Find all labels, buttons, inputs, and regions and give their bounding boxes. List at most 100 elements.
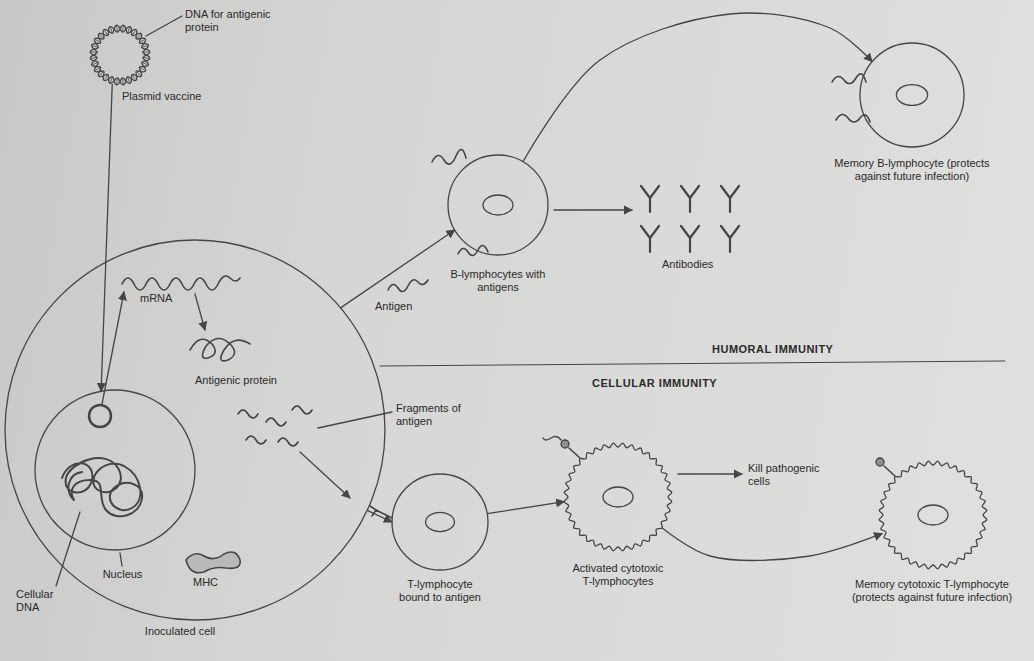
cell-label: Activated cytotoxic T-lymphocytes — [568, 562, 668, 588]
antibody-symbol — [681, 226, 699, 252]
cell-label: T-lymphocyte bound to antigen — [395, 578, 485, 604]
cell-nucleus — [896, 85, 927, 106]
antibody-symbol — [641, 226, 659, 252]
leader-line — [318, 412, 392, 428]
base-pair — [105, 75, 108, 79]
base-pair — [93, 45, 98, 47]
base-pair — [91, 57, 96, 59]
transcription-arrow — [102, 292, 124, 404]
base-pair — [99, 34, 103, 38]
fragment-arrow — [300, 452, 350, 498]
cytotoxic-t-cell: Activated cytotoxic T-lymphocytes — [562, 441, 674, 553]
divider-line — [380, 361, 1005, 366]
base-pair — [137, 34, 141, 38]
cell-label: Memory B-lymphocyte (protects against fu… — [818, 157, 1006, 183]
callout-label: Fragments of antigen — [396, 402, 466, 428]
memory-b-cell: Memory B-lymphocyte (protects against fu… — [854, 37, 970, 153]
base-pair — [128, 28, 130, 33]
mhc-molecule — [186, 552, 240, 573]
base-pair — [122, 79, 124, 84]
cell-membrane — [448, 155, 548, 255]
antibody-symbol — [721, 226, 739, 252]
callout-label: Cellular DNA — [16, 588, 68, 614]
illustration-part — [641, 186, 739, 252]
connector-arrow — [662, 528, 882, 561]
step-label: Kill pathogenic cells — [748, 462, 828, 488]
receptor-antigen — [876, 458, 884, 466]
antigen-fragment — [238, 410, 258, 418]
callout-label: DNA for antigenic protein — [185, 8, 277, 34]
antigen-fragment — [246, 436, 266, 444]
nucleus-circle: Nucleus — [29, 384, 201, 556]
leader-line — [146, 16, 182, 36]
cell-label: Nucleus — [95, 568, 150, 581]
base-pair — [140, 40, 144, 43]
base-pair — [95, 40, 99, 43]
t-cell-receptor — [569, 448, 580, 458]
cell-label: Inoculated cell — [135, 625, 225, 638]
section-heading: CELLULAR IMMUNITY — [592, 377, 717, 390]
base-pair — [144, 51, 149, 53]
part-label: Antigen — [375, 300, 412, 313]
plasmid-ring: Plasmid vaccine — [84, 19, 156, 91]
circle-outline — [0, 234, 391, 626]
cell-membrane — [35, 390, 195, 550]
antigen-fragment — [266, 418, 286, 426]
cell-membrane — [860, 43, 964, 147]
base-pair — [133, 30, 136, 34]
base-pair — [116, 26, 118, 31]
base-pair — [122, 26, 124, 31]
spiky-outline — [877, 459, 989, 571]
base-pair — [116, 79, 118, 84]
base-pair — [105, 30, 108, 34]
antigen-squiggle — [388, 280, 428, 292]
antibody-symbol — [641, 186, 659, 212]
cell-nucleus — [603, 487, 633, 507]
part-label: Antigenic protein — [195, 374, 277, 387]
section-heading: HUMORAL IMMUNITY — [712, 343, 833, 356]
antibody-symbol — [681, 186, 699, 212]
t-lymphocyte: T-lymphocyte bound to antigen — [386, 468, 494, 576]
cell-label: Memory cytotoxic T-lymphocyte (protects … — [838, 578, 1026, 604]
cell-membrane — [5, 240, 385, 620]
spiky-outline — [562, 441, 674, 553]
cell-membrane — [564, 443, 672, 551]
connector-arrow — [367, 510, 392, 522]
part-label: MHC — [193, 576, 218, 589]
bound-antigen — [458, 245, 488, 255]
t-cell-receptor — [884, 466, 895, 476]
base-pair — [91, 51, 96, 53]
chromosome-tangle — [62, 458, 142, 516]
connector-arrow — [101, 84, 112, 391]
cell-membrane — [392, 474, 488, 570]
leader-line — [120, 553, 122, 566]
mrna-strand — [122, 276, 240, 290]
antigenic-protein — [190, 338, 250, 360]
base-pair — [110, 28, 112, 33]
inoculated-cell: NucleusInoculated cell — [0, 234, 391, 626]
antibody-arrow — [554, 209, 632, 210]
receptor-antigen — [561, 440, 569, 448]
part-label: Antibodies — [662, 258, 713, 271]
part-label: mRNA — [140, 292, 172, 305]
translation-arrow — [195, 294, 205, 330]
cell-outline — [442, 149, 554, 261]
illustration-part — [56, 16, 1005, 586]
base-pair — [137, 72, 141, 76]
b-lymphocyte: B-lymphocytes with antigens — [442, 149, 554, 261]
plasmid-outline — [84, 19, 156, 91]
cell-nucleus — [426, 512, 455, 531]
antigen-fragment — [278, 438, 298, 446]
base-pair — [144, 57, 149, 59]
base-pair — [143, 63, 148, 65]
base-pair — [99, 72, 103, 76]
cell-label: B-lymphocytes with antigens — [448, 268, 548, 294]
kill-arrow — [678, 473, 742, 474]
base-pair — [128, 78, 130, 83]
cell-membrane — [879, 461, 987, 569]
receptor-antigen — [543, 436, 561, 440]
cell-outline — [386, 468, 494, 576]
